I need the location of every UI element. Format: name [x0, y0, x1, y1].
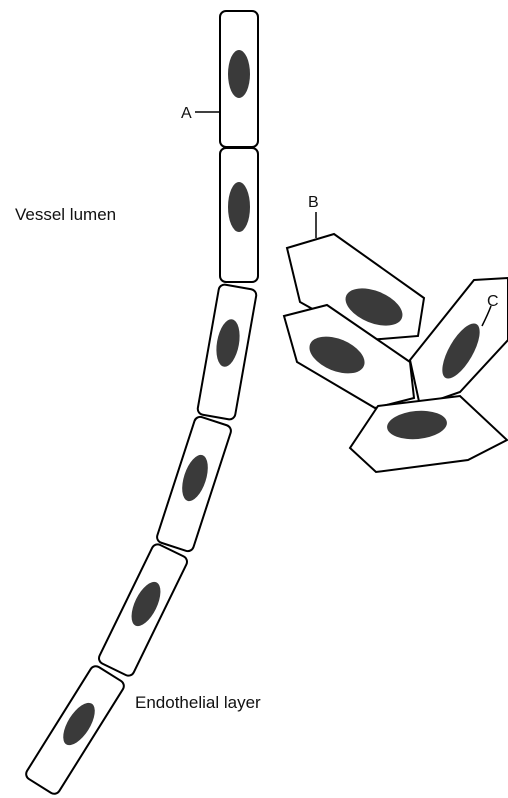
nucleus [228, 50, 250, 98]
endothelial-cell [220, 11, 258, 147]
endothelial-cell [97, 542, 189, 677]
label-endothelial-layer: Endothelial layer [135, 693, 261, 712]
label-marker-b: B [308, 194, 319, 211]
cell-cluster [284, 234, 508, 472]
endothelial-layer [24, 11, 258, 796]
endothelial-cell [220, 148, 258, 282]
label-vessel-lumen: Vessel lumen [15, 205, 116, 224]
endothelial-cell [156, 415, 233, 552]
endothelial-cell [197, 284, 257, 421]
endothelial-cell [24, 664, 126, 796]
label-marker-c: C [487, 293, 499, 310]
label-marker-a: A [181, 105, 192, 122]
nucleus [228, 182, 250, 232]
